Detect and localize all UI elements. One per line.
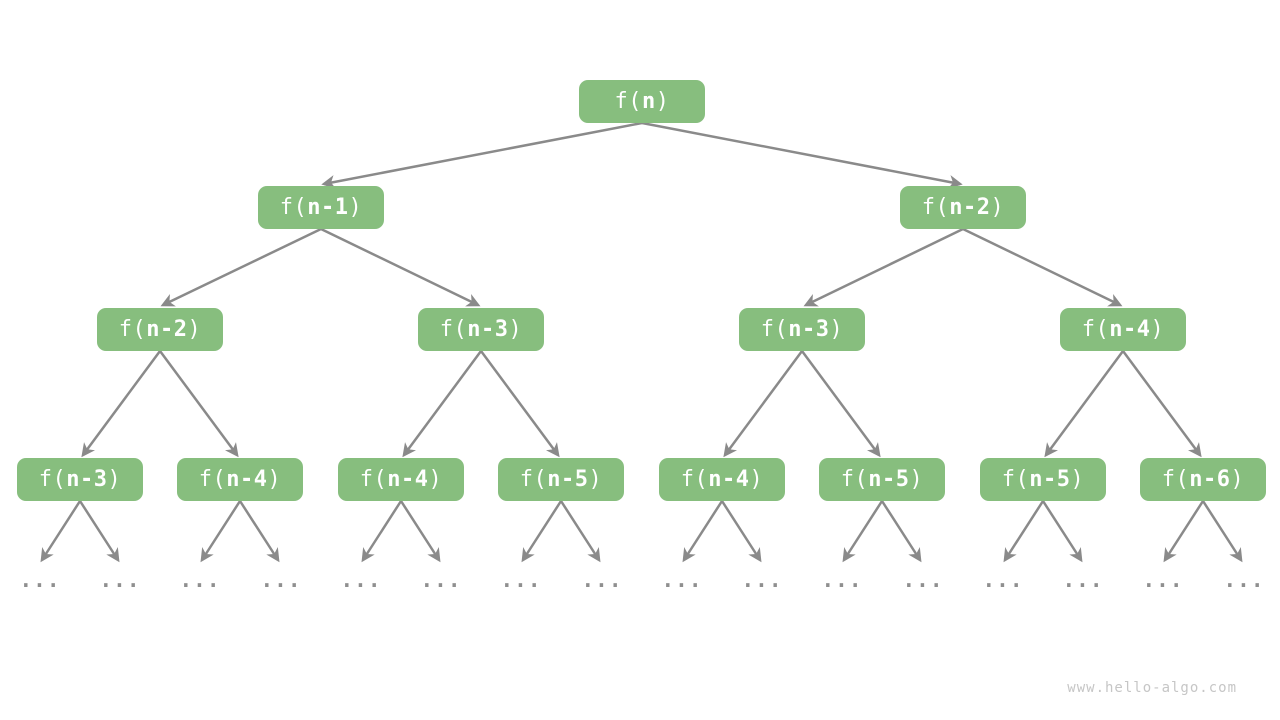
tree-node-f-n-4: f(n-4) [1060,308,1186,351]
tree-node-f-n-5: f(n-5) [980,458,1106,501]
node-label-argument: n-3 [467,317,509,342]
node-label-argument: n [642,89,656,114]
tree-node-f-n-5: f(n-5) [819,458,945,501]
watermark-text: www.hello-algo.com [1067,680,1237,696]
node-label-prefix: f( [279,195,308,220]
node-label-argument: n-5 [547,467,589,492]
node-label-suffix: ) [187,317,202,342]
node-label-argument: n-1 [307,195,349,220]
ellipsis-leaf: ... [19,568,61,592]
ellipsis-leaf: ... [1223,568,1265,592]
node-label-prefix: f( [1161,467,1190,492]
node-label-suffix: ) [655,89,670,114]
node-label-argument: n-2 [949,195,991,220]
node-label-suffix: ) [107,467,122,492]
ellipsis-leaf: ... [661,568,703,592]
tree-node-f-n-3: f(n-3) [17,458,143,501]
node-label-argument: n-5 [1029,467,1071,492]
tree-node-f-n-6: f(n-6) [1140,458,1266,501]
node-label-argument: n-5 [868,467,910,492]
node-label-suffix: ) [588,467,603,492]
node-label-prefix: f( [198,467,227,492]
node-label-prefix: f( [118,317,147,342]
ellipsis-leaf: ... [260,568,302,592]
node-label-suffix: ) [749,467,764,492]
tree-node-f-n-4: f(n-4) [177,458,303,501]
tree-node-f-n-5: f(n-5) [498,458,624,501]
node-label-argument: n-4 [226,467,268,492]
ellipsis-leaf: ... [902,568,944,592]
tree-node-f-n-2: f(n-2) [97,308,223,351]
ellipsis-leaf: ... [982,568,1024,592]
node-label-prefix: f( [38,467,67,492]
node-label-suffix: ) [1230,467,1245,492]
node-label-suffix: ) [1070,467,1085,492]
ellipsis-leaf: ... [821,568,863,592]
ellipsis-leaf: ... [420,568,462,592]
ellipsis-leaf: ... [1062,568,1104,592]
ellipsis-leaf: ... [99,568,141,592]
node-label-suffix: ) [508,317,523,342]
node-label-suffix: ) [909,467,924,492]
ellipsis-leaf: ... [340,568,382,592]
tree-node-f-n: f(n) [579,80,705,123]
node-label-prefix: f( [614,89,642,114]
ellipsis-leaf: ... [179,568,221,592]
tree-node-f-n-3: f(n-3) [418,308,544,351]
node-label-suffix: ) [990,195,1005,220]
node-label-argument: n-4 [387,467,429,492]
node-label-suffix: ) [348,195,363,220]
node-label-prefix: f( [359,467,388,492]
node-label-argument: n-3 [788,317,830,342]
node-label-argument: n-4 [708,467,750,492]
node-label-prefix: f( [840,467,869,492]
ellipsis-leaf: ... [1142,568,1184,592]
tree-node-f-n-3: f(n-3) [739,308,865,351]
node-label-prefix: f( [760,317,789,342]
tree-node-f-n-4: f(n-4) [659,458,785,501]
ellipsis-leaf: ... [741,568,783,592]
node-label-prefix: f( [439,317,468,342]
node-label-suffix: ) [1150,317,1165,342]
node-label-prefix: f( [680,467,709,492]
node-label-argument: n-4 [1109,317,1151,342]
ellipsis-leaf: ... [581,568,623,592]
node-label-argument: n-2 [146,317,188,342]
tree-node-f-n-4: f(n-4) [338,458,464,501]
node-label-prefix: f( [921,195,950,220]
node-label-prefix: f( [1081,317,1110,342]
node-label-prefix: f( [519,467,548,492]
node-label-argument: n-3 [66,467,108,492]
node-label-suffix: ) [829,317,844,342]
ellipsis-leaf: ... [500,568,542,592]
tree-node-f-n-2: f(n-2) [900,186,1026,229]
node-label-argument: n-6 [1189,467,1231,492]
node-label-suffix: ) [267,467,282,492]
node-label-prefix: f( [1001,467,1030,492]
tree-node-f-n-1: f(n-1) [258,186,384,229]
node-label-suffix: ) [428,467,443,492]
